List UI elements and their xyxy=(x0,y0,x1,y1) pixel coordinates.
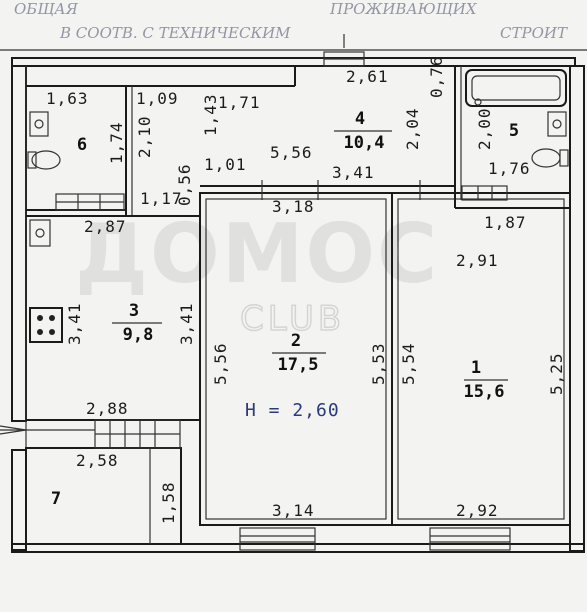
dim-1-87: 1,87 xyxy=(484,213,527,232)
dim-1-17: 1,17 xyxy=(140,189,183,208)
room-7-number: 7 xyxy=(51,489,61,509)
dim-3-18: 3,18 xyxy=(272,197,315,216)
room-1-area: 15,6 xyxy=(464,382,505,402)
dim-5-53: 5,53 xyxy=(369,342,388,385)
washing-machine-icon xyxy=(461,185,508,201)
header-text-right: ПРОЖИВАЮЩИХ xyxy=(329,0,478,18)
header-text-right-2: СТРОИТ xyxy=(500,24,568,42)
dim-2-58: 2,58 xyxy=(76,451,119,470)
room-2-number: 2 xyxy=(291,331,301,351)
dim-0-76: 0,76 xyxy=(427,55,446,98)
dim-5-25: 5,25 xyxy=(547,352,566,395)
balcony-steps xyxy=(94,419,181,449)
room-4-area: 10,4 xyxy=(344,133,385,153)
dim-0-56: 0,56 xyxy=(175,163,194,206)
toilet-icon-bath xyxy=(531,148,569,168)
door-openings xyxy=(261,180,421,200)
dim-3-41-right: 3,41 xyxy=(177,302,196,345)
dim-3-41-left: 3,41 xyxy=(65,302,84,345)
dim-1-09: 1,09 xyxy=(136,89,179,108)
toilet-icon-wc xyxy=(27,150,61,170)
dim-2-10: 2,10 xyxy=(135,115,154,158)
dim-2-87: 2,87 xyxy=(84,217,127,236)
bottom-window-room2 xyxy=(239,527,316,551)
dim-2-04: 2,04 xyxy=(403,107,422,150)
dim-1-63: 1,63 xyxy=(46,89,89,108)
dim-3-14: 3,14 xyxy=(272,501,315,520)
top-window xyxy=(323,51,365,67)
sink-icon-bath xyxy=(547,111,567,137)
header-text-left-2: В СООТВ. С ТЕХНИЧЕСКИМ xyxy=(59,24,291,42)
room-5-number: 5 xyxy=(509,121,519,141)
ceiling-height-note: Н = 2,60 xyxy=(245,400,340,421)
dim-2-88: 2,88 xyxy=(86,399,129,418)
dim-1-58: 1,58 xyxy=(159,481,178,524)
dim-2-92: 2,92 xyxy=(456,501,499,520)
dim-5-56-top: 5,56 xyxy=(270,143,313,162)
room-4-number: 4 xyxy=(355,109,365,129)
stove-icon xyxy=(29,307,63,343)
dim-5-54: 5,54 xyxy=(399,342,418,385)
room-6-number: 6 xyxy=(77,135,87,155)
sink-icon-wc xyxy=(29,111,49,137)
watermark-sub: CLUB xyxy=(240,299,345,339)
room-1-number: 1 xyxy=(471,358,481,378)
bottom-window-room1 xyxy=(429,527,511,551)
dim-1-01: 1,01 xyxy=(204,155,247,174)
sink-icon-kitchen xyxy=(29,219,51,247)
dim-3-41-hall: 3,41 xyxy=(332,163,375,182)
dim-5-56-left: 5,56 xyxy=(211,342,230,385)
room-3-area: 9,8 xyxy=(123,325,154,345)
dim-2-61: 2,61 xyxy=(346,67,389,86)
entrance-arrow xyxy=(0,425,95,435)
dim-1-74: 1,74 xyxy=(107,121,126,164)
dim-1-71: 1,71 xyxy=(218,93,261,112)
header-text-left: ОБЩАЯ xyxy=(14,0,79,18)
shelf-icon-wc xyxy=(55,193,125,211)
watermark-main: ДОМОС xyxy=(75,207,439,302)
dim-2-91: 2,91 xyxy=(456,251,499,270)
room-2-area: 17,5 xyxy=(278,355,319,375)
room-3-number: 3 xyxy=(129,301,139,321)
bathtub-icon xyxy=(465,69,567,107)
dim-1-43: 1,43 xyxy=(201,93,220,136)
dim-1-76: 1,76 xyxy=(488,159,531,178)
dim-2-00: 2,00 xyxy=(475,107,494,150)
